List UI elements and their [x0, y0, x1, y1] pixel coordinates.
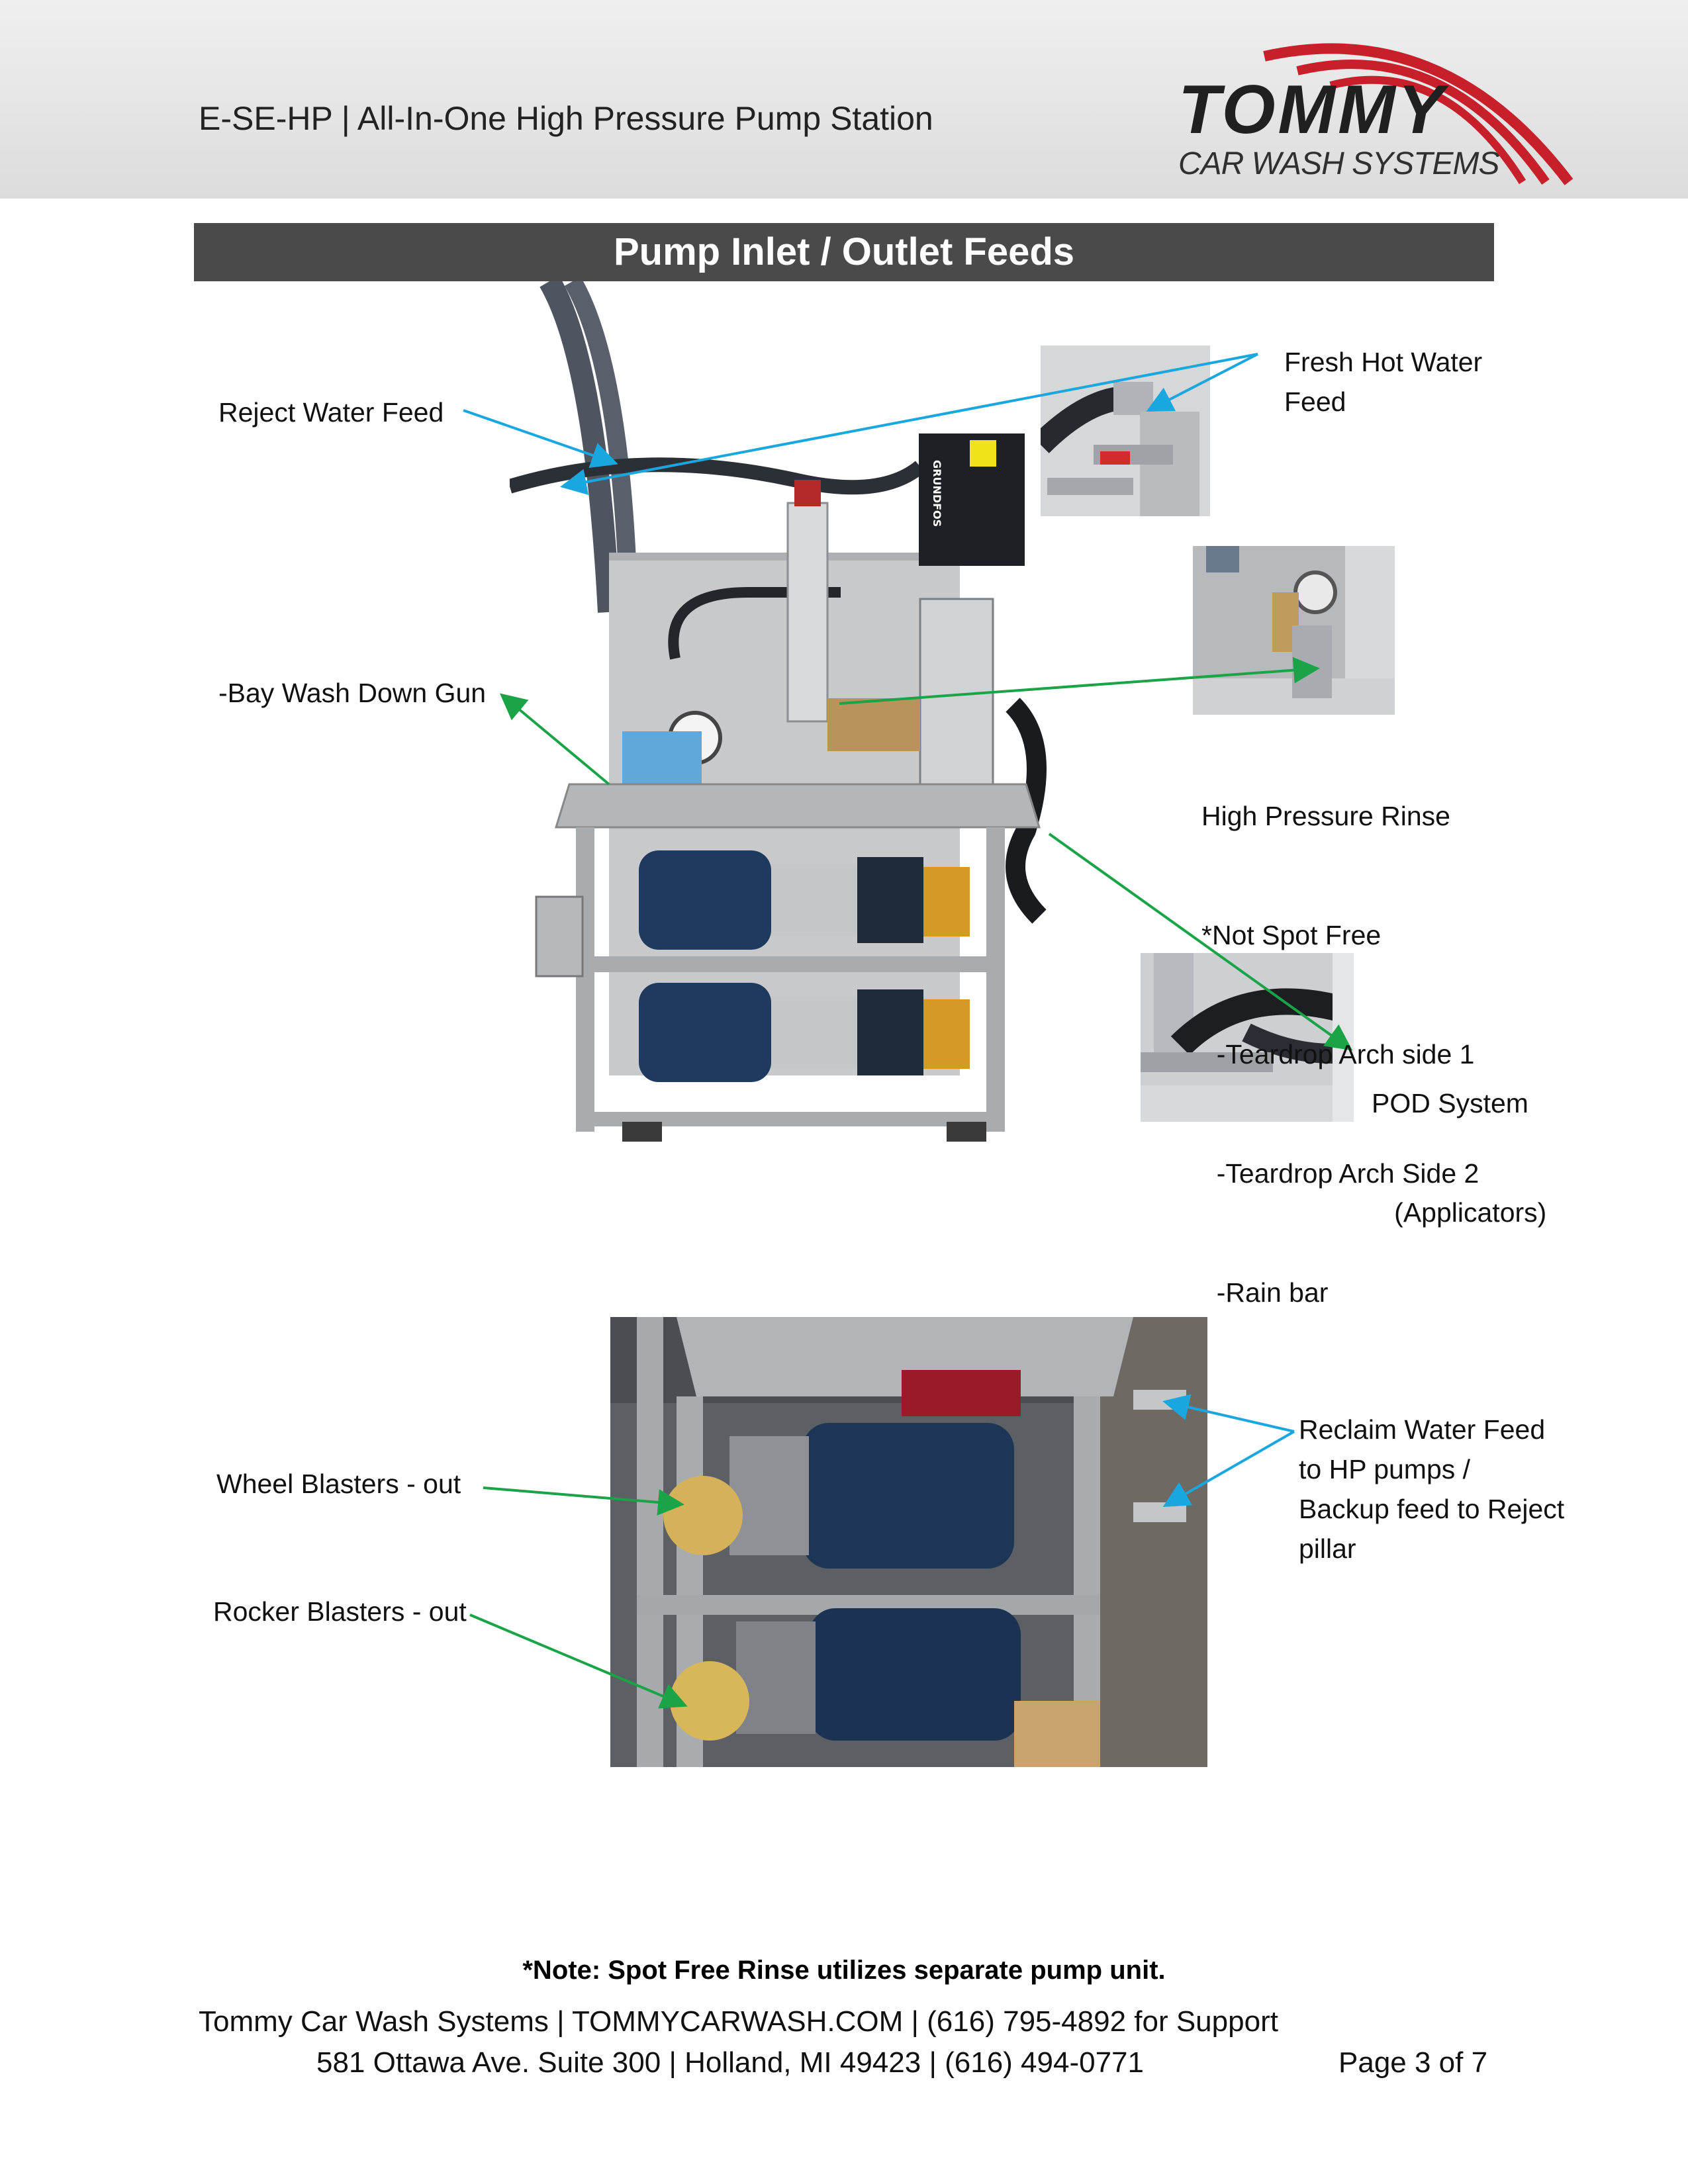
grundfos-controller-label: GRUNDFOS: [931, 460, 943, 527]
reclaim-water-line-2: to HP pumps /: [1299, 1454, 1471, 1484]
fresh-hot-water-arrow-inset: [1146, 353, 1258, 412]
high-pressure-rinse-line-4: -Teardrop Arch Side 2: [1201, 1158, 1479, 1189]
reject-water-feed-arrow: [463, 409, 618, 469]
section-title: Pump Inlet / Outlet Feeds: [194, 223, 1494, 281]
logo-swoosh-icon: [1263, 43, 1573, 185]
pod-system-arrow: [1048, 833, 1353, 1051]
reclaim-water-feed-label: Reclaim Water Feed to HP pumps / Backup …: [1299, 1410, 1564, 1569]
rocker-blasters-arrow: [469, 1614, 688, 1709]
header-band: [0, 0, 1688, 199]
reclaim-water-line-4: pillar: [1299, 1533, 1356, 1564]
document-title: E-SE-HP | All-In-One High Pressure Pump …: [199, 100, 933, 137]
high-pressure-rinse-line-3: -Teardrop Arch side 1: [1201, 1039, 1475, 1069]
high-pressure-rinse-arrow: [839, 657, 1320, 705]
pump-rear-photo: [610, 1317, 1207, 1767]
wheel-blasters-arrow: [483, 1486, 684, 1516]
pump-station-photo: GRUNDFOS: [510, 281, 1066, 1152]
high-pressure-rinse-label: High Pressure Rinse *Not Spot Free -Tear…: [1201, 717, 1479, 1352]
footer-contact-line: Tommy Car Wash Systems | TOMMYCARWASH.CO…: [199, 2005, 1278, 2038]
bay-wash-down-gun-arrow: [499, 693, 610, 786]
high-pressure-rinse-inset-photo: [1193, 546, 1395, 715]
wheel-blasters-label: Wheel Blasters - out: [216, 1469, 461, 1499]
reclaim-water-line-1: Reclaim Water Feed: [1299, 1414, 1546, 1445]
bay-wash-down-gun-label: -Bay Wash Down Gun: [218, 678, 487, 708]
fresh-hot-water-inset-photo: [1041, 345, 1210, 516]
pod-system-line-2: (Applicators): [1372, 1197, 1547, 1228]
tommy-logo: TOMMY CAR WASH SYSTEMS: [1165, 30, 1589, 189]
footer-address-line: 581 Ottawa Ave. Suite 300 | Holland, MI …: [316, 2046, 1144, 2079]
reclaim-water-arrow-bottom: [1162, 1430, 1295, 1507]
reclaim-water-arrow-top: [1162, 1394, 1295, 1433]
fresh-hot-water-line-2: Feed: [1284, 387, 1346, 417]
fresh-hot-water-arrow-main: [560, 353, 1258, 495]
fresh-hot-water-line-1: Fresh Hot Water: [1284, 347, 1483, 377]
pod-system-label: POD System (Applicators): [1372, 1013, 1546, 1267]
rocker-blasters-label: Rocker Blasters - out: [213, 1596, 467, 1627]
high-pressure-rinse-line-2: *Not Spot Free: [1201, 920, 1382, 950]
spot-free-note: *Note: Spot Free Rinse utilizes separate…: [522, 1956, 1166, 1985]
fresh-hot-water-feed-label: Fresh Hot Water Feed: [1284, 342, 1482, 422]
logo-wordmark: TOMMY: [1178, 71, 1447, 148]
reject-water-feed-label: Reject Water Feed: [218, 397, 444, 428]
pod-system-inset-photo: [1141, 953, 1354, 1122]
pod-system-line-1: POD System: [1372, 1088, 1528, 1118]
reclaim-water-line-3: Backup feed to Reject: [1299, 1494, 1565, 1524]
page-number: Page 3 of 7: [1338, 2046, 1488, 2079]
high-pressure-rinse-line-1: High Pressure Rinse: [1201, 801, 1450, 831]
logo-subtitle: CAR WASH SYSTEMS: [1178, 146, 1500, 181]
high-pressure-rinse-line-5: -Rain bar: [1201, 1277, 1329, 1308]
